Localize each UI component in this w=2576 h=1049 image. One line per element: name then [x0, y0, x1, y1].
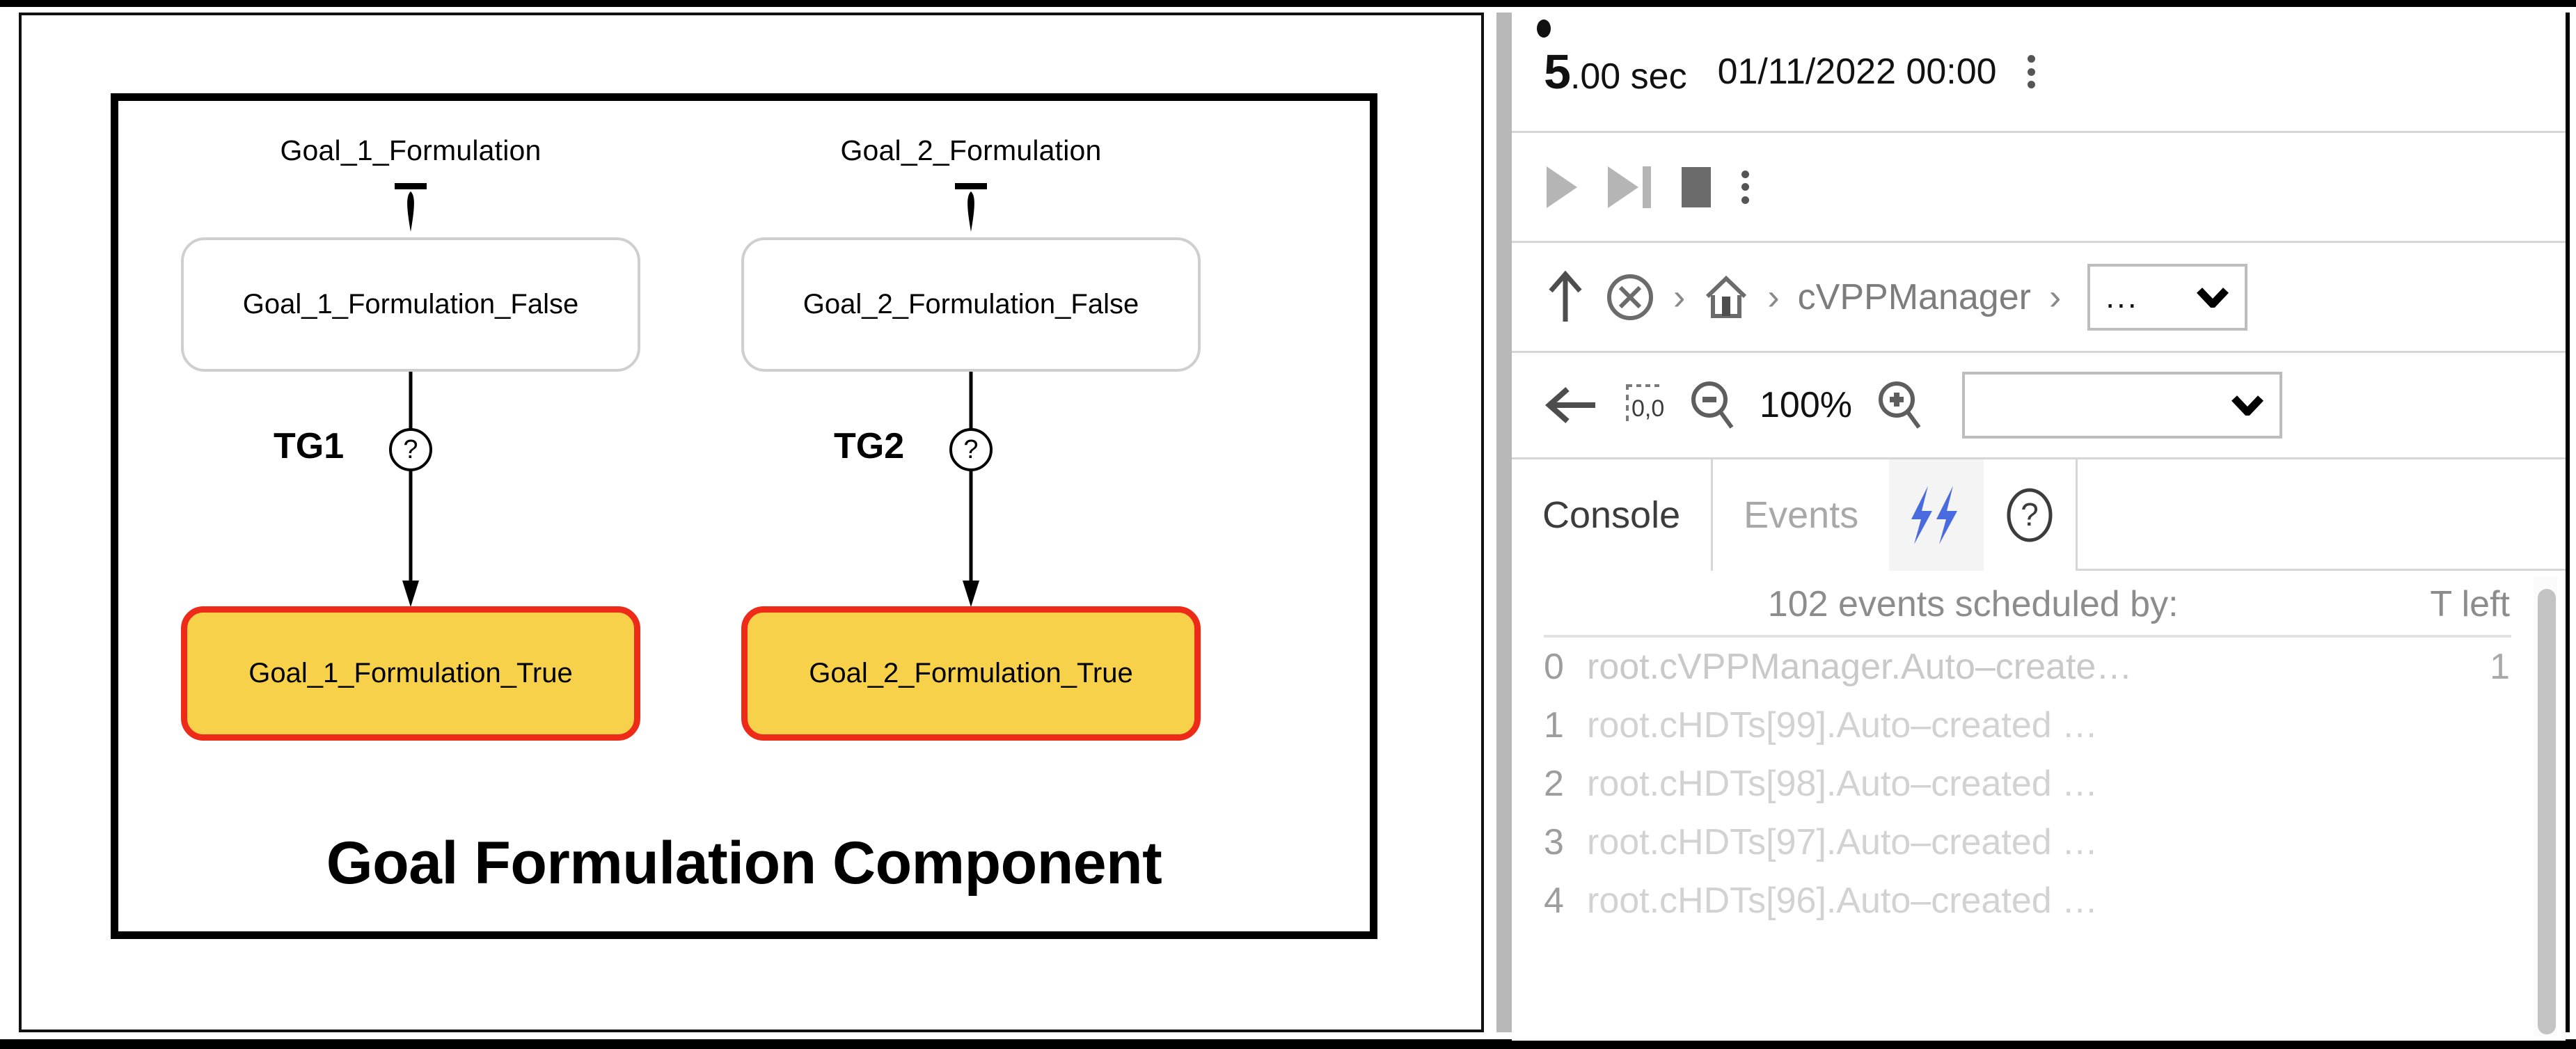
breadcrumb-item-cvppmanager[interactable]: cVPPManager: [1797, 276, 2031, 317]
state-goal-1-false[interactable]: Goal_1_Formulation_False: [181, 237, 640, 372]
events-count-label: 102 events scheduled by:: [1767, 584, 2179, 624]
state-goal-1-true-label: Goal_1_Formulation_True: [248, 658, 573, 688]
event-row[interactable]: 2 root.cHDTs[98].Auto–created …: [1512, 755, 2566, 813]
state-goal-2-true-label: Goal_2_Formulation_True: [809, 658, 1133, 688]
view-selector[interactable]: [1962, 372, 2282, 439]
transition-question-glyph-1: ?: [403, 435, 418, 464]
state-goal-1-true[interactable]: Goal_1_Formulation_True: [181, 606, 640, 741]
zoom-in-icon[interactable]: [1876, 379, 1923, 432]
goal-1-caption: Goal_1_Formulation: [280, 134, 542, 166]
events-scrollbar[interactable]: [2534, 576, 2557, 1036]
state-goal-1-false-label: Goal_1_Formulation_False: [242, 289, 579, 320]
goal-2-column: Goal_2_Formulation Goal_2_Formulation_Fa…: [706, 101, 1235, 931]
svg-text:?: ?: [2021, 496, 2039, 533]
transition-edge-1: [400, 372, 421, 607]
step-forward-icon[interactable]: [1608, 166, 1651, 208]
tab-events-label: Events: [1744, 494, 1859, 536]
transport-controls-row: [1512, 133, 2566, 243]
play-icon[interactable]: [1547, 166, 1577, 208]
chevron-down-icon: [2196, 287, 2229, 308]
event-row[interactable]: 4 root.cHDTs[96].Auto–created …: [1512, 871, 2566, 930]
goal-formulation-component-frame: Goal_1_Formulation Goal_1_Formulation_Fa…: [111, 93, 1377, 939]
transition-question-glyph-2: ?: [963, 435, 979, 464]
breadcrumb-selector-value: ...: [2105, 278, 2139, 315]
breadcrumb-separator-3: ›: [2048, 276, 2062, 317]
console-tabs: Console Events ?: [1512, 459, 2566, 571]
tab-console[interactable]: Console: [1512, 459, 1714, 571]
event-index: 1: [1544, 705, 1564, 746]
events-scrollbar-thumb[interactable]: [2538, 589, 2556, 1034]
simulation-console-panel: 5 .00 sec 01/11/2022 00:00: [1512, 13, 2570, 1041]
simulation-time-value: 5: [1544, 45, 1571, 99]
transport-kebab-menu-icon[interactable]: [1741, 170, 1750, 204]
goal-1-column: Goal_1_Formulation Goal_1_Formulation_Fa…: [146, 101, 675, 931]
event-name: root.cHDTs[96].Auto–created …: [1587, 881, 2099, 921]
event-index: 2: [1544, 764, 1564, 804]
zoom-controls-row: 0,0 100%: [1512, 353, 2566, 459]
event-name: root.cHDTs[99].Auto–created …: [1587, 705, 2099, 746]
event-t-left: 1: [2490, 647, 2510, 687]
breadcrumb: › › cVPPManager › ...: [1512, 243, 2566, 353]
breadcrumb-separator-2: ›: [1767, 276, 1780, 317]
zoom-out-icon[interactable]: [1689, 379, 1736, 432]
event-name: root.cHDTs[98].Auto–created …: [1587, 764, 2099, 804]
initial-arrow-2: [961, 191, 981, 233]
panel-splitter[interactable]: [1496, 13, 1512, 1032]
home-icon[interactable]: [1703, 273, 1749, 322]
initial-state-bar-2: [955, 183, 987, 189]
simulation-time-row: 5 .00 sec 01/11/2022 00:00: [1512, 13, 2566, 133]
arrow-up-icon[interactable]: [1544, 270, 1587, 324]
simulation-time-unit: .00 sec: [1570, 56, 1687, 97]
stop-icon[interactable]: [1682, 166, 1711, 207]
transition-label-tg2: TG2: [834, 426, 905, 466]
recording-dot-icon: [1537, 19, 1551, 38]
state-goal-2-true[interactable]: Goal_2_Formulation_True: [741, 606, 1201, 741]
tab-events[interactable]: Events: [1713, 459, 1889, 571]
chevron-down-icon: [2231, 395, 2264, 416]
tabs-filler: [2078, 459, 2566, 571]
breadcrumb-selector[interactable]: ...: [2087, 263, 2248, 331]
diagram-panel: Goal_1_Formulation Goal_1_Formulation_Fa…: [19, 13, 1484, 1032]
transition-edge-2: [961, 372, 981, 607]
events-tleft-column-header: T left: [2430, 584, 2510, 624]
double-lightning-bolt-icon[interactable]: [1889, 459, 1984, 571]
event-index: 3: [1544, 822, 1564, 862]
zoom-level: 100%: [1760, 385, 1852, 425]
svg-text:0,0: 0,0: [1631, 395, 1664, 422]
zero-zero-origin-icon[interactable]: 0,0: [1622, 380, 1665, 430]
transition-question-icon-1[interactable]: ?: [389, 428, 432, 471]
event-row[interactable]: 0 root.cVPPManager.Auto–create… 1: [1512, 638, 2566, 696]
transition-question-icon-2[interactable]: ?: [949, 428, 993, 471]
arrow-left-icon[interactable]: [1544, 384, 1598, 427]
event-name: root.cHDTs[97].Auto–created …: [1587, 822, 2099, 862]
state-goal-2-false-label: Goal_2_Formulation_False: [803, 289, 1139, 320]
component-title: Goal Formulation Component: [326, 830, 1162, 897]
events-header-divider: [1544, 635, 2511, 638]
question-circle-icon[interactable]: ?: [1984, 459, 2078, 571]
events-list: 102 events scheduled by: T left 0 root.c…: [1512, 571, 2566, 1041]
state-goal-2-false[interactable]: Goal_2_Formulation_False: [741, 237, 1201, 372]
event-index: 0: [1544, 647, 1564, 687]
event-name: root.cVPPManager.Auto–create…: [1587, 647, 2133, 687]
event-index: 4: [1544, 881, 1564, 921]
events-list-header: 102 events scheduled by: T left: [1512, 571, 2566, 635]
goal-2-caption: Goal_2_Formulation: [840, 134, 1102, 166]
simulation-date: 01/11/2022 00:00: [1717, 52, 1997, 92]
initial-state-bar-1: [395, 183, 427, 189]
event-row[interactable]: 3 root.cHDTs[97].Auto–created …: [1512, 813, 2566, 871]
circle-x-icon[interactable]: [1605, 272, 1655, 322]
simulation-time: 5 .00 sec: [1544, 44, 1687, 100]
initial-arrow-1: [401, 191, 420, 233]
transition-label-tg1: TG1: [274, 426, 345, 466]
breadcrumb-separator-1: ›: [1673, 276, 1686, 317]
kebab-menu-icon[interactable]: [2027, 55, 2036, 88]
tab-console-label: Console: [1542, 494, 1681, 536]
event-row[interactable]: 1 root.cHDTs[99].Auto–created …: [1512, 696, 2566, 755]
